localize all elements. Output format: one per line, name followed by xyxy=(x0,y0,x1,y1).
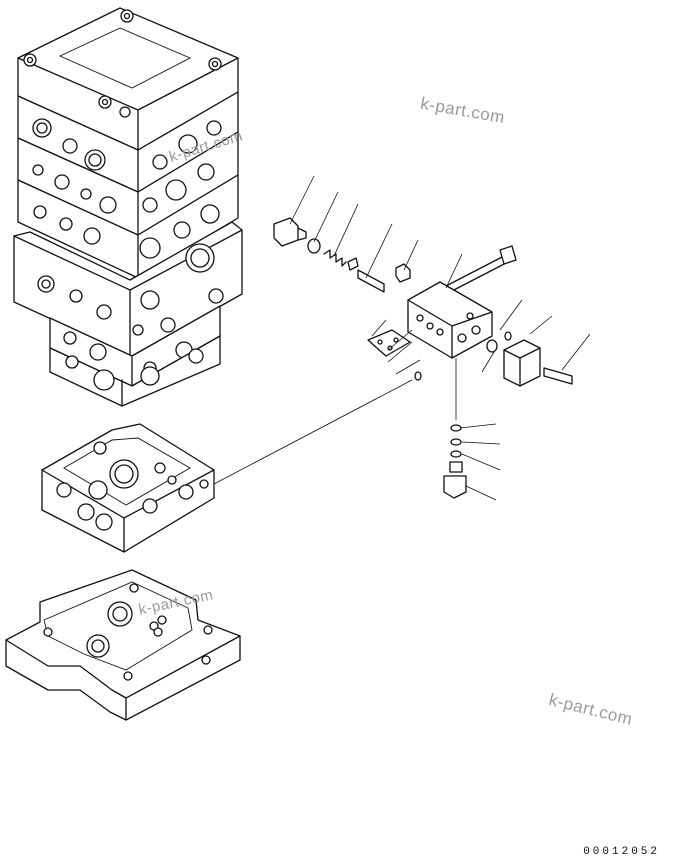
solenoid-valve-parts xyxy=(213,217,573,499)
leader-lines xyxy=(289,175,591,501)
control-valve-stack xyxy=(13,7,243,407)
valve-housing-bottom xyxy=(5,569,241,721)
drawing-number: 00012052 xyxy=(583,846,660,858)
valve-housing-middle xyxy=(41,423,215,553)
